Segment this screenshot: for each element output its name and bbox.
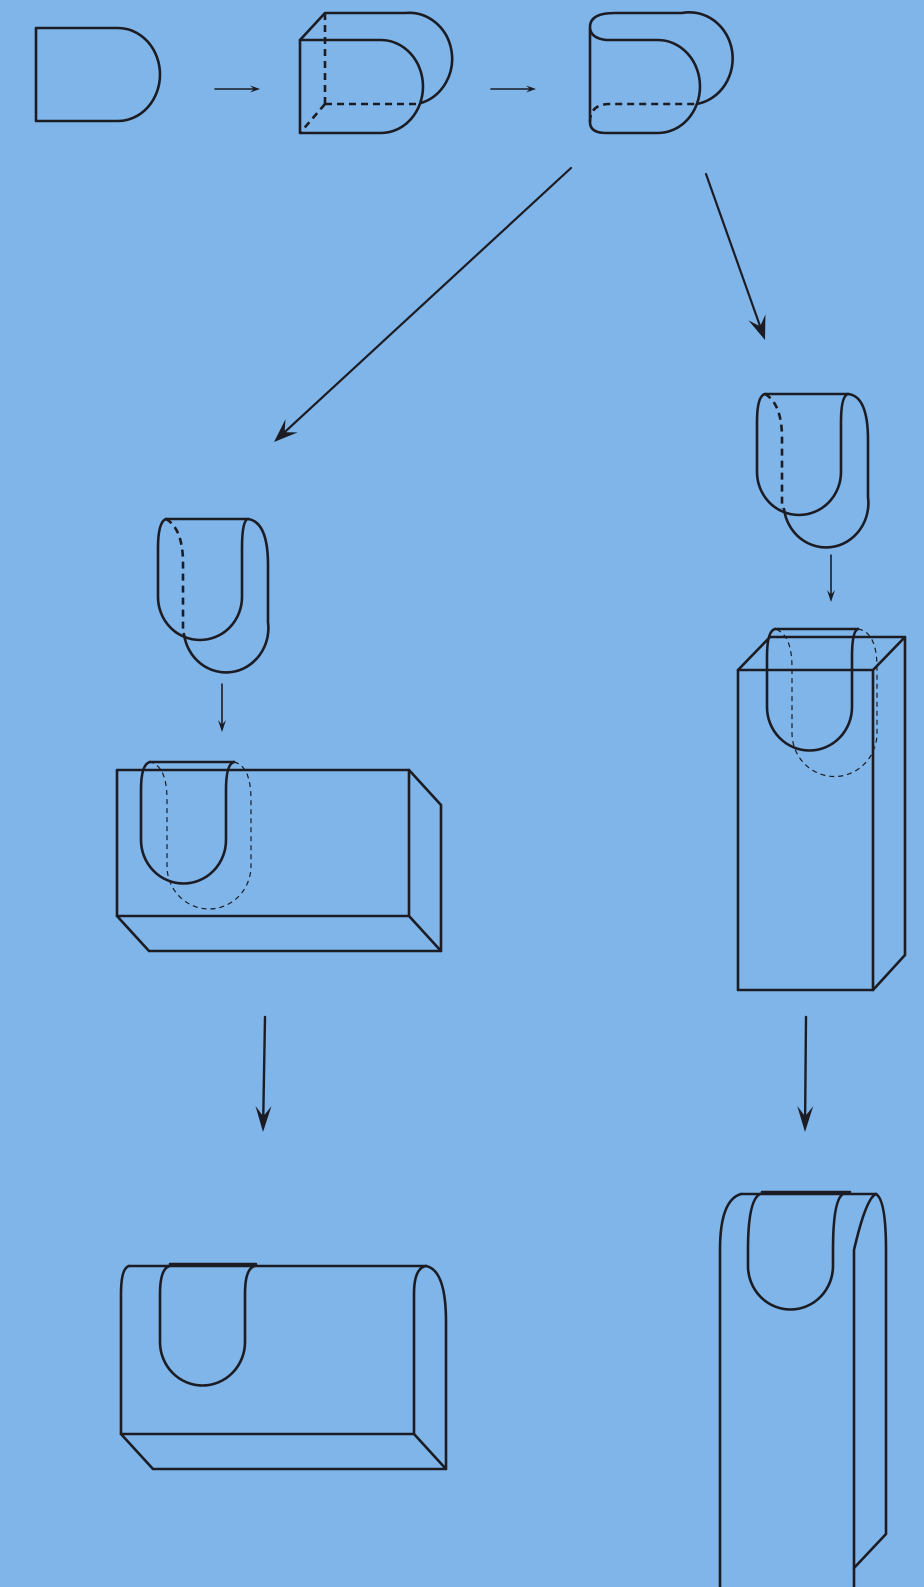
wide-block-result bbox=[119, 1262, 448, 1471]
profile-2d bbox=[34, 26, 162, 123]
d-prism bbox=[588, 11, 734, 135]
arrow-d-prism-to-u-tongue-right bbox=[704, 172, 766, 340]
wide-block-assembly bbox=[115, 760, 443, 953]
arrowhead bbox=[797, 1105, 814, 1132]
arrow-tall-block-assembly-to-tall-block-result bbox=[797, 1015, 814, 1132]
arrowhead bbox=[250, 85, 260, 93]
arrowhead bbox=[274, 419, 298, 442]
arrowhead bbox=[218, 720, 226, 732]
arrow-shaft bbox=[283, 166, 573, 434]
extruded-prism bbox=[298, 11, 454, 135]
arrow-extruded-prism-to-d-prism bbox=[490, 85, 536, 93]
arrow-group bbox=[214, 85, 835, 1132]
tall-block-assembly bbox=[736, 627, 907, 992]
arrow-d-prism-to-u-tongue-left bbox=[274, 166, 573, 442]
arrowhead bbox=[255, 1105, 272, 1132]
arrow-u-tongue-right-to-tall-block-assembly bbox=[827, 554, 835, 602]
arrowhead bbox=[526, 85, 536, 93]
arrowhead bbox=[827, 590, 835, 602]
u-tongue-right bbox=[755, 392, 870, 549]
arrowhead bbox=[748, 314, 766, 340]
arrow-shaft bbox=[803, 1015, 808, 1118]
arrow-wide-block-assembly-to-wide-block-result bbox=[255, 1015, 272, 1132]
arrow-shaft bbox=[262, 1015, 267, 1118]
u-tongue-left bbox=[156, 517, 270, 674]
arrow-u-tongue-left-to-wide-block-assembly bbox=[218, 683, 226, 732]
tall-block-result bbox=[718, 1190, 888, 1587]
arrow-shaft bbox=[704, 172, 762, 328]
arrow-profile-2d-to-extruded-prism bbox=[214, 85, 260, 93]
